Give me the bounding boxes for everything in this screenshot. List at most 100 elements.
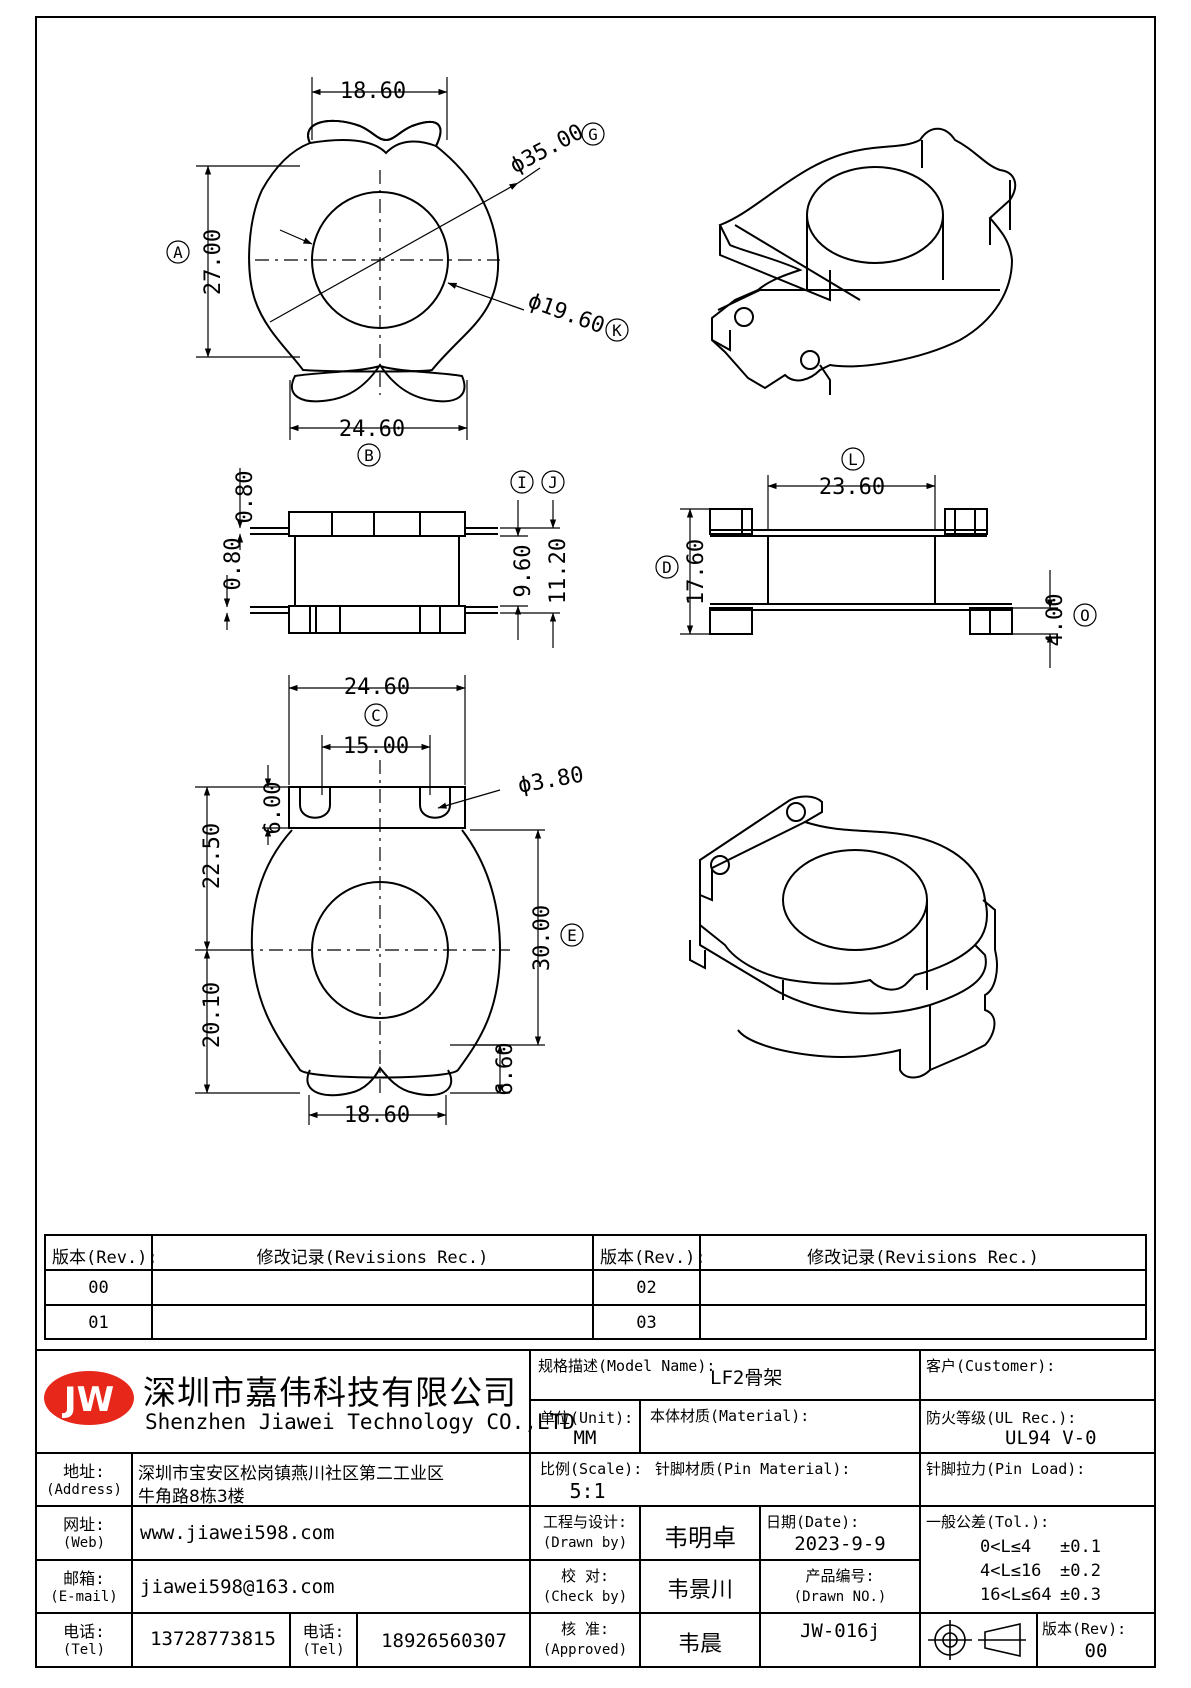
rev-row-00: 00: [88, 1278, 109, 1298]
dim-bottom-view-tab: 6.60: [493, 1043, 518, 1096]
rev-row-03: 03: [636, 1313, 657, 1333]
rev-label-right: 版本(Rev.):: [600, 1248, 706, 1268]
email-label-cn: 邮箱:: [63, 1569, 105, 1588]
tol-range-1: 0<L≤4: [980, 1537, 1032, 1557]
bubble-e: E: [567, 926, 577, 945]
web-value[interactable]: www.jiawei598.com: [140, 1522, 335, 1544]
drawn-value: 韦明卓: [664, 1524, 736, 1552]
dim-bottom-view-lower: 20.10: [200, 982, 225, 1048]
bubble-o: O: [1080, 606, 1090, 625]
bubble-d: D: [662, 558, 672, 577]
address-line1: 深圳市宝安区松岗镇燕川社区第二工业区: [138, 1464, 444, 1484]
tel2-label-en: (Tel): [302, 1642, 345, 1658]
company-name-en: Shenzhen Jiawei Technology CO.,LTD: [145, 1410, 575, 1434]
dim-bottom-width: 24.60: [339, 417, 405, 442]
dim-bottom-view-slot: 15.00: [343, 734, 409, 759]
tel2-value: 18926560307: [381, 1630, 507, 1652]
bubble-i: I: [517, 473, 527, 492]
dim-side-left-v2: 0.80: [221, 538, 246, 591]
dim-bottom-view-bottom-width: 18.60: [344, 1103, 410, 1128]
dim-outer-diameter: ϕ35.00: [506, 120, 588, 179]
side-view-right-dimensions: [680, 475, 1058, 668]
check-value: 韦景川: [666, 1578, 733, 1603]
bubble-k: K: [612, 321, 622, 340]
dim-side-left-h2: 11.20: [546, 538, 571, 604]
dim-top-width: 18.60: [340, 79, 406, 104]
dim-side-left-h1: 9.60: [511, 545, 536, 598]
side-view-right: [709, 508, 1013, 635]
drawn-no-label-en: (Drawn NO.): [793, 1589, 887, 1605]
bottom-view-dimensions: [195, 675, 545, 1125]
side-right-bubbles: [655, 447, 1097, 627]
pin-load-label: 针脚拉力(Pin Load):: [926, 1460, 1086, 1478]
approved-value: 韦晨: [677, 1632, 722, 1657]
side-view-left: [250, 511, 498, 634]
tol-value-2: ±0.2: [1060, 1561, 1101, 1581]
iso-view-bottom: [689, 795, 998, 1079]
ul-value: UL94 V-0: [1005, 1427, 1097, 1449]
bubble-b: B: [364, 446, 374, 465]
logo-text: JW: [62, 1380, 114, 1420]
dim-bottom-view-height: 30.00: [530, 905, 555, 971]
tol-range-3: 16<L≤64: [980, 1585, 1052, 1605]
tel-label-cn: 电话:: [63, 1622, 105, 1641]
pin-material-label: 针脚材质(Pin Material):: [655, 1460, 851, 1478]
web-label-en: (Web): [62, 1535, 106, 1551]
rev-row-02: 02: [636, 1278, 657, 1298]
tel1-value: 13728773815: [150, 1628, 276, 1650]
bubble-j: J: [548, 473, 558, 492]
dim-bottom-view-width: 24.60: [344, 675, 410, 700]
drawn-label-en: (Drawn by): [542, 1535, 628, 1551]
drawn-no-value: JW-016j: [799, 1620, 881, 1642]
email-label-en: (E-mail): [50, 1589, 118, 1605]
model-value: LF2骨架: [710, 1367, 783, 1389]
bubble-l: L: [848, 450, 858, 469]
rec-label-left: 修改记录(Revisions Rec.): [256, 1248, 489, 1268]
approved-label-en: (Approved): [542, 1642, 628, 1658]
top-view-outline: [248, 119, 500, 373]
dim-side-right-width: 23.60: [819, 475, 885, 500]
ul-label: 防火等级(UL Rec.):: [926, 1409, 1077, 1427]
check-label-cn: 校 对:: [560, 1567, 610, 1585]
dim-bottom-view-upper: 22.50: [200, 823, 225, 889]
scale-value: 5:1: [569, 1479, 606, 1503]
date-label: 日期(Date):: [766, 1513, 860, 1531]
approved-label-cn: 核 准:: [560, 1620, 610, 1638]
bottom-view: [240, 760, 510, 1097]
scale-label: 比例(Scale):: [540, 1460, 643, 1478]
material-label: 本体材质(Material):: [650, 1407, 810, 1425]
iso-view-top: [711, 127, 1017, 395]
side-view-left-dimensions: [223, 468, 560, 648]
tol-value-1: ±0.1: [1060, 1537, 1101, 1557]
dim-bottom-view-hole: ϕ3.80: [516, 763, 586, 799]
dim-side-right-gap: 4.00: [1043, 594, 1068, 647]
dim-top-height: 27.00: [201, 229, 226, 295]
web-label-cn: 网址:: [63, 1515, 105, 1534]
dim-inner-diameter: ϕ19.60: [525, 289, 608, 340]
address-line2: 牛角路8栋3楼: [138, 1487, 245, 1507]
date-value: 2023-9-9: [794, 1533, 886, 1555]
drawn-no-label-cn: 产品编号:: [805, 1567, 875, 1585]
bubble-c: C: [371, 706, 381, 725]
top-view-tab-top: [307, 119, 442, 155]
rec-label-right: 修改记录(Revisions Rec.): [807, 1248, 1039, 1268]
top-view: [248, 119, 500, 403]
dim-bottom-view-notch: 6.00: [261, 782, 286, 835]
email-value[interactable]: jiawei598@163.com: [140, 1576, 335, 1598]
model-label: 规格描述(Model Name):: [538, 1357, 716, 1375]
dim-side-left-v1: 0.80: [233, 471, 258, 524]
tol-range-2: 4<L≤16: [980, 1561, 1042, 1581]
title-block-lines: [35, 1349, 1156, 1668]
bubble-a: A: [173, 243, 183, 262]
side-left-bubbles: [510, 470, 565, 494]
rev-label-left: 版本(Rev.):: [52, 1248, 158, 1268]
projection-symbol-icon: [928, 1620, 1026, 1660]
bottom-view-outline: [250, 786, 502, 1079]
version-value: 00: [1084, 1640, 1108, 1662]
top-view-bubbles: [166, 122, 629, 467]
top-view-dimensions: [196, 77, 541, 440]
drawn-label-cn: 工程与设计:: [542, 1513, 628, 1531]
dim-side-right-height: 17.60: [684, 539, 709, 605]
